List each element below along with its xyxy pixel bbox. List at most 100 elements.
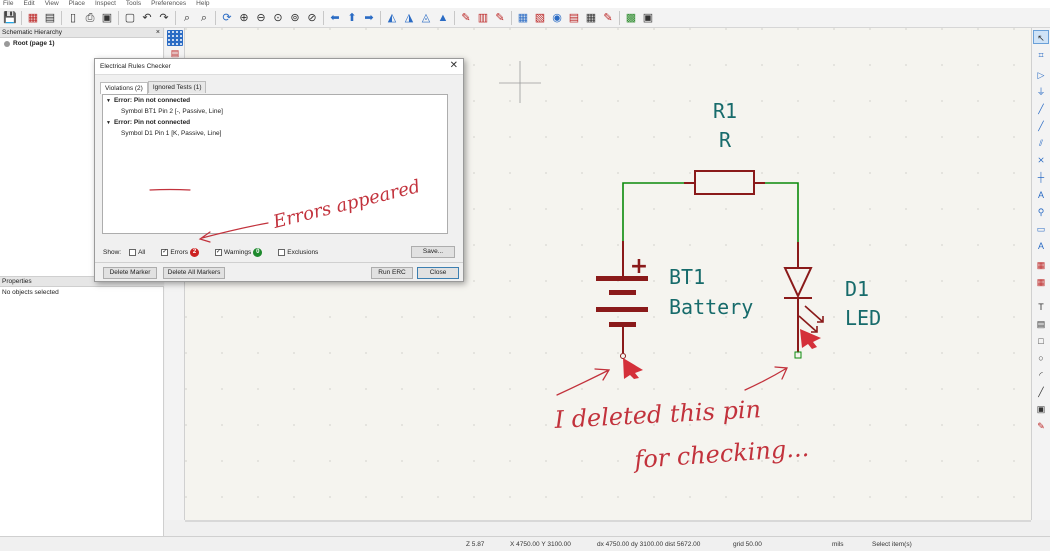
menu-file[interactable]: File (3, 0, 14, 7)
select-tool-icon[interactable]: ↖ (1033, 30, 1049, 44)
expand-icon[interactable]: ▼ (106, 98, 111, 104)
violations-list[interactable]: ▼Error: Pin not connected Symbol BT1 Pin… (102, 94, 448, 234)
hierarchy-close-icon[interactable]: × (155, 29, 160, 36)
exclusions-checkbox[interactable] (278, 249, 286, 256)
delete-all-markers-button[interactable]: Delete All Markers (163, 267, 225, 279)
erc-icon[interactable]: ▦ (517, 11, 529, 24)
resistor-r1[interactable] (684, 170, 765, 195)
delete-marker-button[interactable]: Delete Marker (103, 267, 157, 279)
circle-icon[interactable]: ○ (1038, 353, 1044, 363)
arrow-up-icon[interactable]: ⬆ (347, 11, 357, 24)
undo-icon[interactable]: ↶ (142, 11, 152, 24)
tab-ignored-tests[interactable]: Ignored Tests (1) (147, 81, 207, 93)
text-box-icon[interactable]: ▤ (1036, 319, 1046, 329)
grid-toggle-icon[interactable] (167, 30, 183, 46)
add-power-icon[interactable]: ⏚ (1036, 87, 1046, 97)
highlight-net-icon[interactable]: ⌗ (1038, 50, 1044, 60)
menu-tools[interactable]: Tools (125, 0, 142, 7)
close-button[interactable]: Close (417, 267, 459, 279)
save-button[interactable]: Save... (411, 246, 455, 258)
expand-icon[interactable]: ▼ (106, 120, 111, 126)
page-settings-icon[interactable]: ▤ (44, 11, 56, 24)
refresh-icon[interactable]: ⟳ (222, 11, 232, 24)
arrow-left-icon[interactable]: ⬅ (330, 11, 340, 24)
menu-edit[interactable]: Edit (23, 0, 35, 7)
zoom-in-icon[interactable]: ⊕ (239, 11, 249, 24)
all-checkbox[interactable] (129, 249, 137, 256)
schematic-setup-icon[interactable]: ▦ (27, 11, 39, 24)
open-pcb-icon[interactable]: ▩ (625, 11, 637, 24)
python-icon[interactable]: ✎ (603, 11, 613, 24)
violation-item-row[interactable]: Symbol BT1 Pin 2 [-, Passive, Line] (121, 108, 223, 115)
annotate-icon[interactable]: ✎ (495, 11, 505, 24)
zoom-out-icon[interactable]: ⊖ (256, 11, 266, 24)
print-icon[interactable]: ⎙ (85, 11, 95, 24)
zoom-fit-icon[interactable]: ⊙ (273, 11, 283, 24)
tab-violations[interactable]: Violations (2) (100, 82, 148, 94)
hier-label-icon[interactable]: A (1037, 241, 1044, 251)
errors-checkbox[interactable]: ✓ (161, 249, 169, 256)
units-icon[interactable]: ▤ (170, 48, 180, 58)
redo-icon[interactable]: ↷ (159, 11, 169, 24)
filter-errors[interactable]: ✓ Errors 2 (161, 248, 200, 257)
battery-bt1[interactable] (596, 241, 648, 353)
erc-marker-bt1[interactable] (623, 358, 643, 379)
bus-entry-icon[interactable]: ⫽ (1038, 138, 1043, 148)
plot-icon[interactable]: ▣ (101, 11, 113, 24)
add-symbol-icon[interactable]: ▷ (1037, 70, 1045, 80)
new-page-icon[interactable]: ▯ (69, 11, 77, 24)
violation-error-row[interactable]: ▼Error: Pin not connected (103, 117, 447, 128)
assign-footprints-icon[interactable]: ▧ (534, 11, 546, 24)
find-icon[interactable]: ⌕ (183, 11, 191, 24)
menu-view[interactable]: View (44, 0, 59, 7)
net-label-icon[interactable]: A (1037, 190, 1044, 200)
simulator-icon[interactable]: ◉ (552, 11, 562, 24)
erc-titlebar[interactable]: Electrical Rules Checker ✕ (95, 59, 463, 75)
symbol-editor-icon[interactable]: ✎ (461, 11, 471, 24)
menu-help[interactable]: Help (196, 0, 210, 7)
violation-error-row[interactable]: ▼Error: Pin not connected (103, 95, 447, 106)
erc-marker-d1[interactable] (800, 329, 821, 349)
zoom-objects-icon[interactable]: ⊚ (290, 11, 300, 24)
d1-pin1-unconnected[interactable] (794, 351, 802, 359)
class-directive-icon[interactable]: ⚲ (1037, 207, 1045, 217)
add-bus-icon[interactable]: ╱ (1038, 121, 1044, 131)
warnings-checkbox[interactable]: ✓ (215, 249, 223, 256)
menu-preferences[interactable]: Preferences (151, 0, 187, 7)
menu-inspect[interactable]: Inspect (94, 0, 116, 7)
add-wire-icon[interactable]: ╱ (1038, 104, 1044, 114)
symbol-browser-icon[interactable]: ▥ (477, 11, 489, 24)
run-erc-button[interactable]: Run ERC (371, 267, 413, 279)
arc-icon[interactable]: ◜ (1039, 370, 1043, 380)
add-text-icon[interactable]: T (1038, 302, 1044, 312)
hier-sheet-icon[interactable]: ▦ (1036, 260, 1046, 270)
global-label-icon[interactable]: ▭ (1036, 224, 1046, 234)
close-icon[interactable]: ✕ (449, 60, 458, 71)
menu-place[interactable]: Place (68, 0, 85, 7)
violation-item-row[interactable]: Symbol D1 Pin 1 [K, Passive, Line] (121, 130, 222, 137)
arrow-right-icon[interactable]: ➡ (364, 11, 374, 24)
led-d1[interactable] (783, 242, 824, 352)
no-connect-icon[interactable]: ⨯ (1037, 155, 1045, 165)
rotate-cw-icon[interactable]: ◮ (404, 11, 414, 24)
hierarchy-root-item[interactable]: Root (page 1) (0, 38, 163, 47)
image-icon[interactable]: ▣ (1036, 404, 1046, 414)
rotate-ccw-icon[interactable]: ◭ (387, 11, 397, 24)
mirror-vertical-icon[interactable]: ◬ (421, 11, 431, 24)
find-replace-icon[interactable]: ⌕ (200, 11, 208, 24)
paste-icon[interactable]: ▢ (124, 11, 136, 24)
bom-icon[interactable]: ▤ (568, 11, 580, 24)
filter-exclusions[interactable]: Exclusions (278, 249, 318, 256)
delete-tool-icon[interactable]: ✎ (1037, 421, 1045, 431)
junction-icon[interactable]: ┼ (1037, 172, 1045, 182)
save-icon[interactable]: 💾 (3, 11, 17, 24)
filter-all[interactable]: All (129, 249, 145, 256)
mirror-horizontal-icon[interactable]: ▲ (437, 11, 449, 24)
line-icon[interactable]: ╱ (1038, 387, 1044, 397)
scripting-console-icon[interactable]: ▣ (642, 11, 654, 24)
rectangle-icon[interactable]: □ (1038, 336, 1044, 346)
edit-fields-icon[interactable]: ▦ (585, 11, 597, 24)
zoom-selection-icon[interactable]: ⊘ (307, 11, 317, 24)
bt1-pin2-unconnected[interactable] (620, 353, 626, 359)
filter-warnings[interactable]: ✓ Warnings 0 (215, 248, 263, 257)
